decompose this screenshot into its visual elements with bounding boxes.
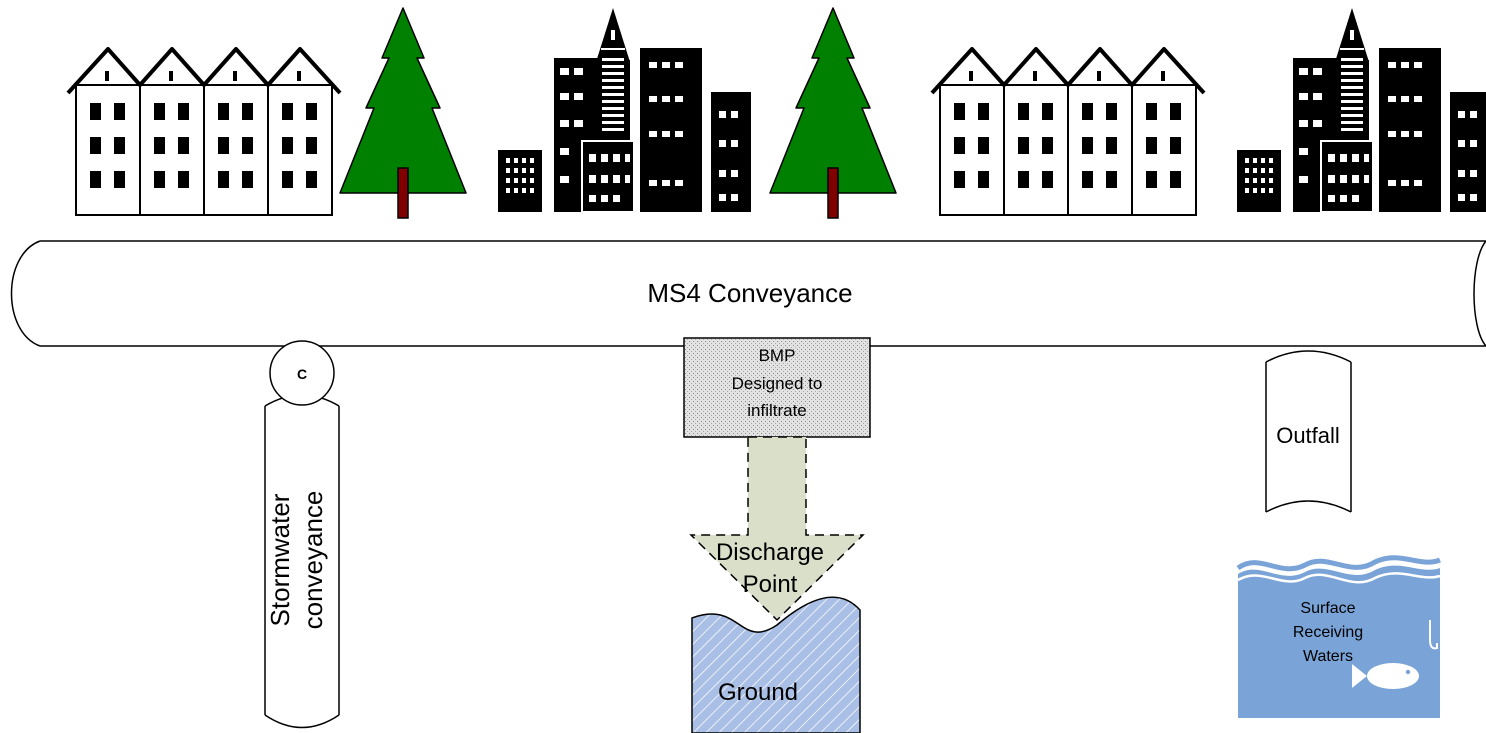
surface-label-line1: Surface (1300, 600, 1355, 617)
city-buildings-icon (497, 7, 752, 213)
surface-label-line3: Waters (1303, 648, 1353, 665)
discharge-label-line1: Discharge (716, 539, 824, 566)
discharge-label-line2: Point (743, 571, 798, 598)
bmp-label-line3: infiltrate (747, 401, 807, 420)
ms4-conveyance-label: MS4 Conveyance (647, 278, 852, 308)
bmp-label-line1: BMP (759, 346, 796, 365)
bmp-box (683, 337, 871, 438)
fish-icon (1352, 663, 1419, 689)
ground-block (691, 596, 861, 733)
tree-icon (769, 7, 897, 219)
city-buildings-icon (1236, 7, 1486, 213)
bmp-label-line2: Designed to (732, 374, 823, 393)
ground-label: Ground (718, 679, 798, 706)
tree-icon (339, 7, 467, 219)
outfall-label: Outfall (1276, 423, 1340, 448)
houses-icon (930, 47, 1206, 217)
stormwater-label-line2: conveyance (298, 491, 328, 630)
houses-icon (66, 47, 342, 217)
surface-label-line2: Receiving (1293, 624, 1363, 641)
stormwater-label-line1: Stormwater (265, 493, 295, 626)
outfall-pipe (1265, 350, 1352, 513)
connection-label: C (297, 366, 307, 382)
connection-node (269, 340, 335, 406)
stormwater-conveyance-pipe (264, 394, 340, 729)
discharge-arrow (689, 436, 865, 622)
fish-hook-icon (1429, 620, 1438, 650)
